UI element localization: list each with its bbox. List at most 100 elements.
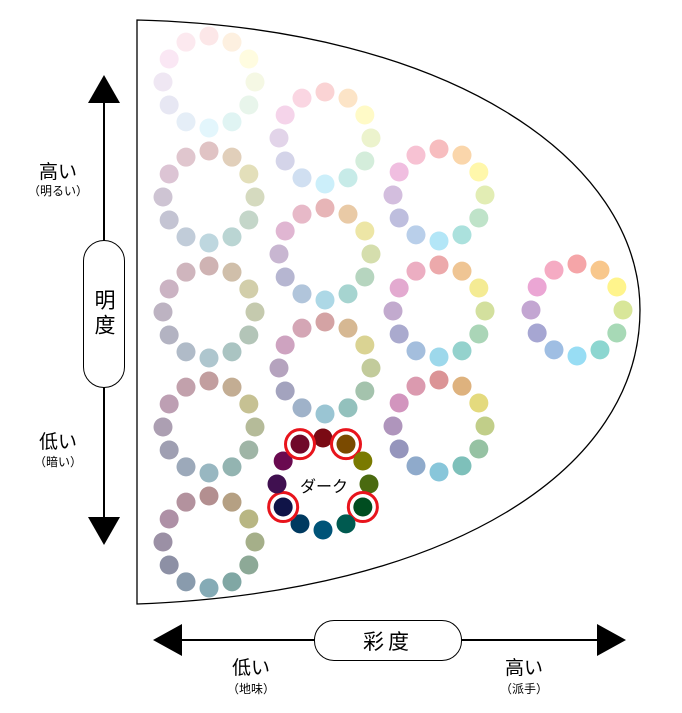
color-swatch <box>159 440 179 460</box>
color-swatch <box>452 225 472 245</box>
color-swatch <box>336 434 356 454</box>
saturation-high: 高い <box>504 657 544 679</box>
color-swatch <box>406 456 426 476</box>
color-swatch <box>199 578 219 598</box>
color-swatch <box>176 457 196 477</box>
color-swatch <box>153 417 173 437</box>
color-swatch <box>313 428 333 448</box>
lightness-low-note: （暗い） <box>33 455 83 469</box>
color-swatch <box>406 225 426 245</box>
tone-rings <box>153 26 633 598</box>
color-swatch <box>469 162 489 182</box>
color-swatch <box>222 377 242 397</box>
color-swatch <box>245 187 265 207</box>
highlight-circle <box>284 428 316 461</box>
color-swatch <box>315 290 335 310</box>
color-swatch <box>355 105 375 125</box>
color-swatch <box>273 451 293 471</box>
color-swatch <box>159 164 179 184</box>
lightness-high: 高い <box>38 161 78 183</box>
color-swatch <box>222 227 242 247</box>
color-swatch <box>159 210 179 230</box>
color-swatch <box>429 347 449 367</box>
saturation-low-note: （地味） <box>226 682 276 696</box>
color-swatch <box>153 302 173 322</box>
color-swatch <box>469 393 489 413</box>
color-swatch <box>429 370 449 390</box>
color-swatch <box>315 312 335 332</box>
color-swatch <box>176 342 196 362</box>
color-swatch <box>429 139 449 159</box>
arrow-up-icon <box>88 75 120 103</box>
color-swatch <box>383 301 403 321</box>
color-swatch <box>275 381 295 401</box>
color-swatch <box>607 277 627 297</box>
color-swatch <box>452 341 472 361</box>
color-swatch <box>199 371 219 391</box>
color-swatch <box>590 340 610 360</box>
color-swatch <box>153 187 173 207</box>
arrow-left-icon <box>153 624 182 656</box>
color-swatch <box>292 88 312 108</box>
arrow-right-icon <box>597 624 626 656</box>
color-swatch <box>544 260 564 280</box>
color-swatch <box>199 486 219 506</box>
color-swatch <box>222 32 242 52</box>
color-swatch <box>199 141 219 161</box>
saturation-label-text: 彩度 <box>363 629 413 654</box>
color-swatch <box>292 318 312 338</box>
color-swatch <box>359 474 379 494</box>
color-swatch <box>355 151 375 171</box>
color-swatch <box>429 255 449 275</box>
color-swatch <box>176 32 196 52</box>
color-swatch <box>267 474 287 494</box>
tone-ring <box>153 256 265 368</box>
color-swatch <box>269 358 289 378</box>
color-swatch <box>275 335 295 355</box>
tone-ring <box>383 139 495 251</box>
tone-ring <box>269 312 381 424</box>
color-swatch <box>239 394 259 414</box>
color-swatch <box>275 151 295 171</box>
color-swatch <box>159 49 179 69</box>
color-swatch <box>338 284 358 304</box>
color-swatch <box>292 284 312 304</box>
color-swatch <box>313 520 333 540</box>
color-swatch <box>159 279 179 299</box>
color-swatch <box>199 118 219 138</box>
lightness-label-text: 明度 <box>92 289 116 339</box>
tone-ring <box>153 371 265 483</box>
color-swatch <box>159 325 179 345</box>
color-swatch <box>222 112 242 132</box>
color-swatch <box>383 416 403 436</box>
color-swatch <box>239 279 259 299</box>
color-swatch <box>429 462 449 482</box>
color-swatch <box>222 492 242 512</box>
color-swatch <box>159 394 179 414</box>
color-swatch <box>159 95 179 115</box>
color-swatch <box>153 532 173 552</box>
color-swatch <box>176 572 196 592</box>
color-swatch <box>406 145 426 165</box>
color-swatch <box>355 335 375 355</box>
tone-ring <box>269 198 381 310</box>
color-swatch <box>245 532 265 552</box>
color-swatch <box>176 492 196 512</box>
color-swatch <box>176 262 196 282</box>
color-swatch <box>239 164 259 184</box>
color-swatch <box>292 398 312 418</box>
color-swatch <box>222 342 242 362</box>
color-swatch <box>159 509 179 529</box>
color-swatch <box>315 198 335 218</box>
tone-ring <box>269 82 381 194</box>
color-swatch <box>199 348 219 368</box>
color-swatch <box>389 393 409 413</box>
color-swatch <box>336 514 356 534</box>
color-swatch <box>469 208 489 228</box>
color-swatch <box>590 260 610 280</box>
color-swatch <box>429 231 449 251</box>
color-swatch <box>527 277 547 297</box>
color-swatch <box>222 457 242 477</box>
tone-ring <box>521 254 633 366</box>
